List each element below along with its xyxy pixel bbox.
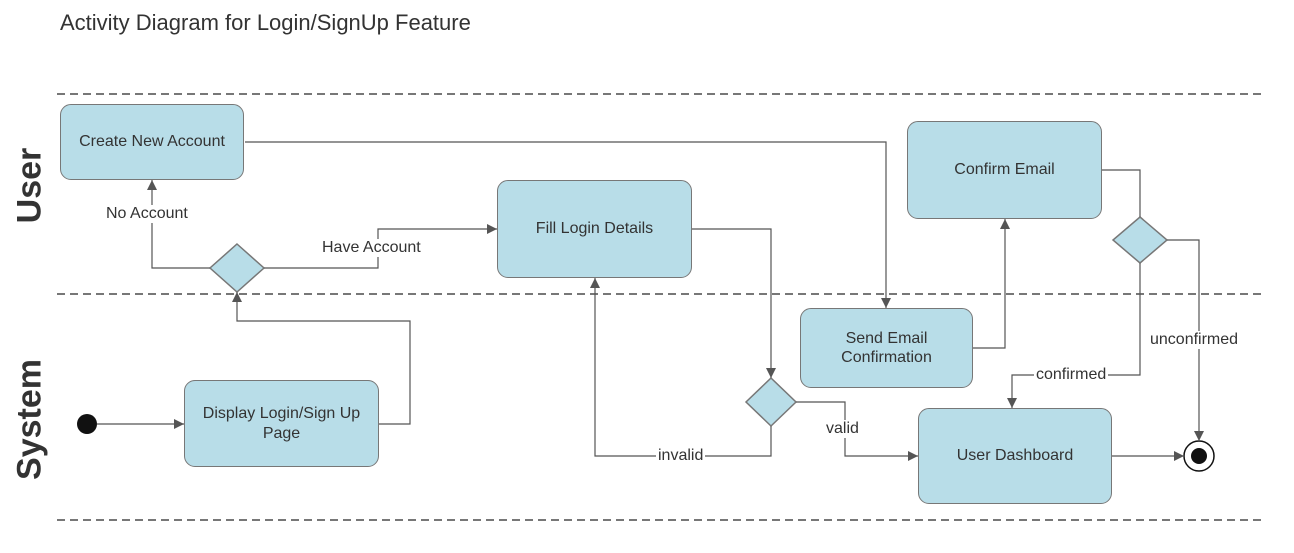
decision-account	[208, 242, 266, 294]
edge-confirm-to-decision	[1102, 169, 1141, 217]
edge-label-have-account: Have Account	[320, 239, 423, 257]
edge-label-unconfirmed: unconfirmed	[1148, 331, 1241, 349]
display-login-signup-node: Display Login/Sign Up Page	[184, 380, 379, 467]
user-dashboard-node: User Dashboard	[918, 408, 1112, 504]
decision-email-confirmed	[1111, 216, 1169, 264]
send-email-confirmation-node: Send Email Confirmation	[800, 308, 973, 388]
edge-label-no-account: No Account	[104, 205, 190, 223]
confirm-email-node: Confirm Email	[907, 121, 1102, 219]
edge-display-to-decision	[232, 292, 411, 425]
edge-send-to-confirm	[973, 219, 1010, 349]
decision-login-valid	[744, 376, 798, 428]
fill-login-details-node: Fill Login Details	[497, 180, 692, 278]
diagram-title: Activity Diagram for Login/SignUp Featur…	[60, 10, 471, 35]
edge-unconfirmed	[1167, 239, 1204, 441]
create-new-account-node: Create New Account	[60, 104, 244, 180]
edge-invalid	[590, 278, 772, 457]
edge-create-to-send	[245, 141, 891, 308]
edge-fill-to-decision	[692, 228, 776, 378]
edge-label-invalid: invalid	[656, 447, 706, 465]
edge-no-account	[147, 180, 210, 269]
edge-confirmed	[1007, 263, 1141, 408]
edge-label-confirmed: confirmed	[1034, 366, 1109, 384]
final-node-core	[1191, 448, 1207, 464]
initial-node	[77, 414, 97, 434]
edge-label-valid: valid	[824, 420, 861, 438]
